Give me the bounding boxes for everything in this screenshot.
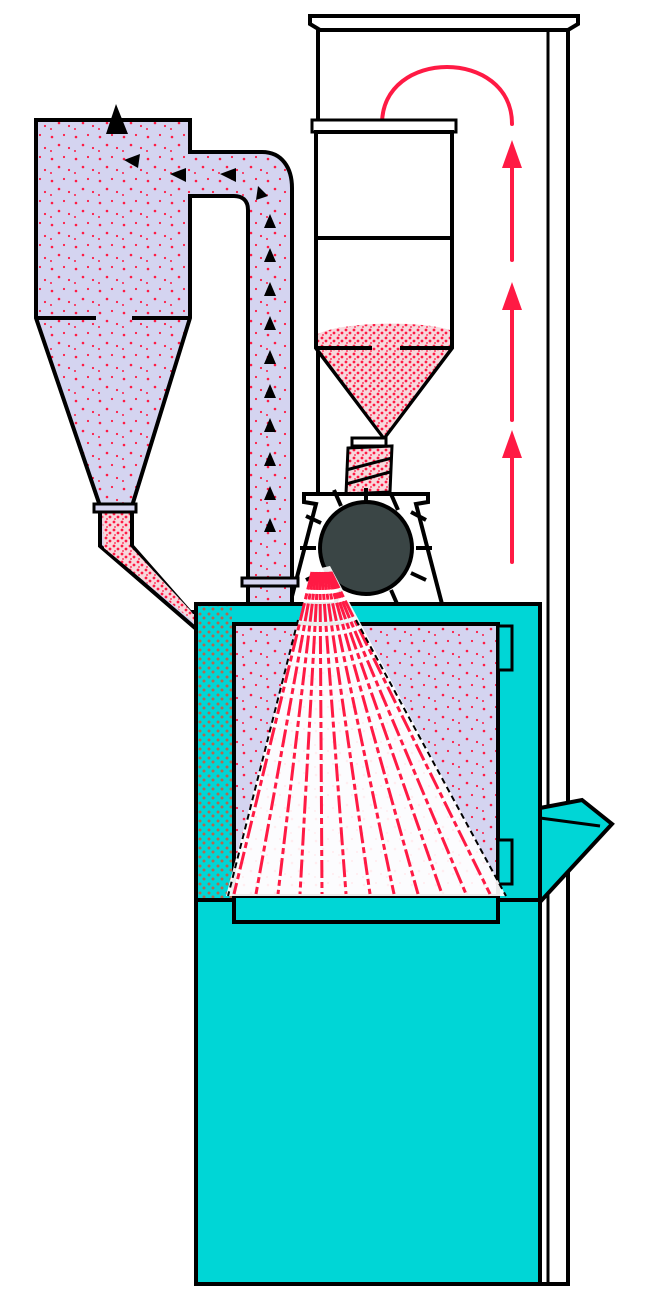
blast-stream xyxy=(226,566,507,897)
discharge-chute xyxy=(538,797,615,908)
elevator-cap xyxy=(308,14,580,32)
air-flow-arrows xyxy=(106,104,276,532)
chamber-sill xyxy=(232,894,500,924)
storage-hopper xyxy=(310,118,458,448)
blast-wheel xyxy=(318,500,414,596)
air-arrow-icon xyxy=(264,452,276,466)
air-arrow-icon xyxy=(170,168,186,182)
blast-fan-area xyxy=(226,566,506,896)
cyclone-outline xyxy=(34,118,294,637)
air-arrow-icon xyxy=(220,168,236,182)
air-arrow-icon xyxy=(264,350,276,364)
air-arrow-icon xyxy=(124,154,140,168)
hopper-rim xyxy=(310,118,458,134)
cyclone-outlet-flange xyxy=(92,502,138,514)
air-arrow-icon xyxy=(264,418,276,432)
feeder-housing xyxy=(344,444,394,496)
blast-fan-edge-left xyxy=(227,619,299,897)
abrasive-pile xyxy=(318,323,450,436)
up-arrowhead-icon xyxy=(502,282,522,310)
base-cabinet xyxy=(194,898,542,1286)
air-arrow-icon xyxy=(264,518,276,532)
duct-base-flange xyxy=(240,576,300,588)
air-arrow-icon xyxy=(256,186,268,200)
air-arrow-icon xyxy=(264,486,276,500)
feeder-helix xyxy=(345,456,393,486)
hopper-upper-bin xyxy=(314,130,454,240)
up-arrowhead-icon xyxy=(502,140,522,168)
blast-wheel-blades xyxy=(300,488,432,607)
screw-feeder xyxy=(344,444,394,496)
up-arrowhead-icon xyxy=(502,430,522,458)
air-arrow-icon xyxy=(264,214,276,228)
blast-fan-edge-right xyxy=(355,619,507,897)
air-arrow-icon xyxy=(264,248,276,262)
door-hinge-top xyxy=(496,624,514,672)
air-arrow-icon xyxy=(264,316,276,330)
air-arrow-icon xyxy=(264,384,276,398)
door-hinge-bottom xyxy=(496,838,514,886)
recovery-channel xyxy=(198,606,232,898)
cyclone-separator xyxy=(34,118,300,637)
exhaust-arrow-icon xyxy=(106,104,128,134)
air-arrow-icon xyxy=(264,282,276,296)
cyclone-dust-stream xyxy=(102,512,206,632)
elevator-top-arc xyxy=(380,65,514,126)
blast-stream-lines xyxy=(232,571,492,895)
hopper-outlet-collar xyxy=(350,436,388,448)
chute-edge xyxy=(539,816,601,828)
